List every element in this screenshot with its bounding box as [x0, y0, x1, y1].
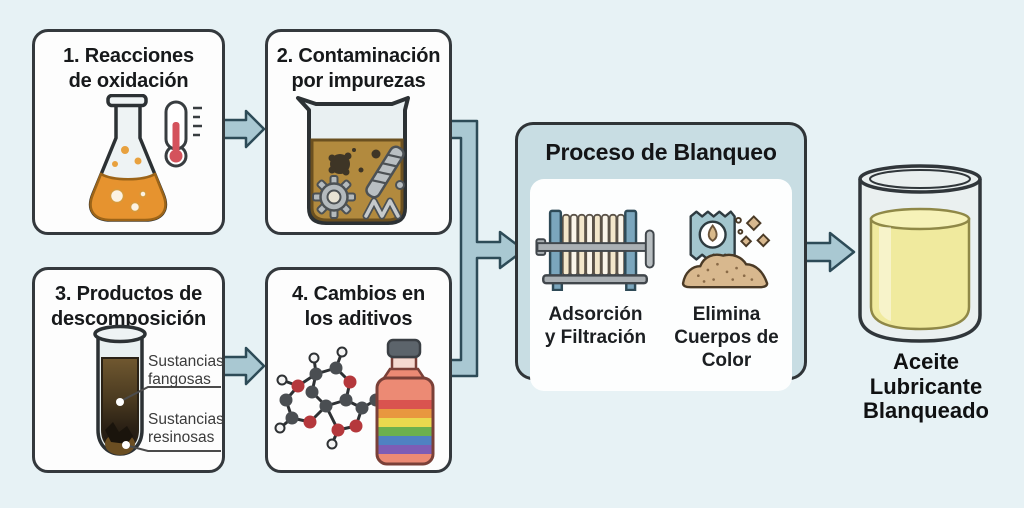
cause-title-oxidation: 1. Reacciones de oxidación — [63, 45, 194, 92]
cause-box-contamination: 2. Contaminación por impurezas — [265, 29, 452, 235]
impurity-particles — [328, 148, 390, 178]
cause-box-decomposition: 3. Productos de descomposición Sustancia… — [32, 267, 225, 473]
cause-title-additives: 4. Cambios en los aditivos — [292, 283, 425, 330]
powder-pile-icon — [681, 253, 768, 289]
thermometer-icon — [164, 100, 202, 168]
arrow-box1-to-box2 — [220, 109, 266, 149]
cause-box-additives: 4. Cambios en los aditivos — [265, 267, 452, 473]
flask-with-thermometer-icon — [88, 94, 202, 222]
gear-icon — [312, 175, 356, 219]
additive-bottle-icon — [375, 338, 435, 466]
leader-line-fangosas — [122, 386, 221, 401]
clay-granules-icon — [739, 215, 770, 248]
annotation-sustancias-fangosas: Sustancias fangosas — [148, 353, 224, 388]
annotation-sustancias-resinosas: Sustancias resinosas — [148, 411, 224, 446]
cause-title-decomposition: 3. Productos de descomposición — [50, 283, 206, 330]
leader-line-resinosas — [128, 445, 221, 452]
output-label: Aceite Lubricante Blanqueado — [863, 349, 989, 423]
cause-title-contamination: 2. Contaminación por impurezas — [276, 45, 441, 92]
molecule-and-bottle-icon — [274, 338, 435, 466]
arrow-box3-to-box4 — [220, 346, 266, 386]
contaminated-beaker-icon — [296, 96, 410, 225]
process-panel: Adsorción y Filtración — [530, 179, 792, 391]
connector-merge-arrow — [448, 119, 526, 378]
step-label-decolor: Elimina Cuerpos de Color — [674, 304, 779, 371]
molecule-icon — [274, 346, 394, 450]
process-step-decolor: Elimina Cuerpos de Color — [661, 201, 792, 391]
screw-icon — [365, 145, 405, 199]
step-label-adsorption: Adsorción y Filtración — [544, 304, 647, 348]
oil-drop-icon — [707, 223, 718, 242]
filter-press-icon — [534, 209, 655, 291]
metal-shaving-icon — [362, 180, 405, 220]
process-box: Proceso de Blanqueo — [515, 122, 807, 391]
bleached-oil-beaker-icon — [858, 164, 982, 343]
process-step-adsorption: Adsorción y Filtración — [530, 201, 661, 391]
process-title: Proceso de Blanqueo — [545, 139, 777, 165]
erlenmeyer-flask-icon — [88, 94, 168, 222]
adsorbent-powder-bag-icon — [681, 210, 770, 289]
bleached-oil-liquid — [869, 217, 971, 331]
test-tube-icon — [93, 324, 221, 456]
cause-box-oxidation: 1. Reacciones de oxidación — [32, 29, 225, 235]
